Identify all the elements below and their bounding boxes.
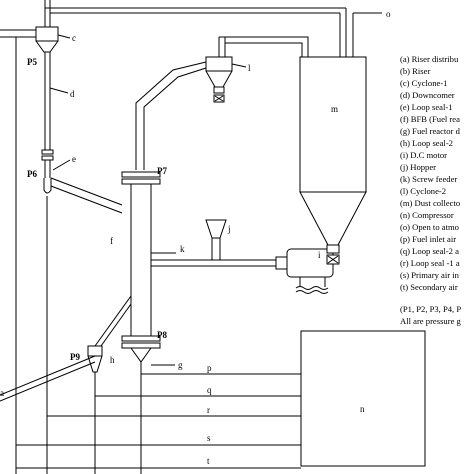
label-m: m bbox=[331, 104, 338, 114]
label-e: e bbox=[72, 154, 76, 164]
legend: (a) Riser distribu (b) Riser (c) Cyclone… bbox=[400, 54, 462, 326]
label-o: o bbox=[386, 9, 391, 19]
loop-seal-2 bbox=[0, 295, 132, 474]
label-k: k bbox=[180, 244, 185, 254]
dust-collector bbox=[299, 56, 367, 265]
label-a: a bbox=[0, 388, 4, 398]
legend-note: (P1, P2, P3, P4, P bbox=[400, 304, 461, 314]
label-r: r bbox=[207, 405, 210, 415]
legend-item: (n) Compressor bbox=[400, 210, 454, 220]
label-c: c bbox=[72, 33, 76, 43]
legend-item: (l) Cyclone-2 bbox=[400, 186, 446, 196]
downcomer bbox=[41, 52, 54, 178]
label-p: p bbox=[207, 363, 212, 373]
label-n: n bbox=[360, 404, 365, 414]
legend-item: (g) Fuel reactor d bbox=[400, 126, 461, 136]
legend-item: (h) Loop seal-2 bbox=[400, 138, 453, 148]
legend-note: All are pressure g bbox=[400, 316, 462, 326]
label-p6: P6 bbox=[27, 169, 37, 179]
dc-motor bbox=[286, 248, 334, 294]
legend-item: (p) Fuel inlet air bbox=[400, 234, 456, 244]
leader-lines bbox=[49, 34, 247, 254]
legend-item: (e) Loop seal-1 bbox=[400, 102, 453, 112]
label-p8: P8 bbox=[157, 330, 167, 340]
label-g: g bbox=[178, 360, 183, 370]
label-j: j bbox=[227, 224, 231, 234]
open-to-atmosphere-line bbox=[352, 12, 382, 57]
legend-item: (o) Open to atmo bbox=[400, 222, 459, 232]
loop-seal-1 bbox=[43, 177, 123, 474]
legend-item: (m) Dust collecto bbox=[400, 198, 460, 208]
label-p9: P9 bbox=[70, 352, 80, 362]
cyclone-1 bbox=[35, 0, 59, 53]
label-p5: P5 bbox=[27, 57, 37, 67]
legend-item: (b) Riser bbox=[400, 66, 430, 76]
label-i: i bbox=[318, 250, 321, 260]
label-t: t bbox=[207, 456, 210, 466]
riser-top-pipe bbox=[0, 29, 36, 38]
legend-item: (t) Secondary air bbox=[400, 282, 458, 292]
label-l: l bbox=[248, 63, 251, 73]
cyclone-2 bbox=[205, 36, 309, 103]
legend-item: (a) Riser distribu bbox=[400, 54, 459, 64]
fuel-reactor-bfb bbox=[121, 171, 161, 474]
legend-item: (i) D.C motor bbox=[400, 150, 447, 160]
compressor bbox=[300, 330, 426, 467]
label-p7: P7 bbox=[157, 166, 167, 176]
hopper bbox=[205, 219, 227, 261]
legend-item: (j) Hopper bbox=[400, 162, 436, 172]
label-q: q bbox=[207, 385, 212, 395]
label-s: s bbox=[207, 433, 211, 443]
label-h: h bbox=[110, 355, 115, 365]
legend-item: (r) Loop seal -1 a bbox=[400, 258, 460, 268]
legend-item: (f) BFB (Fuel rea bbox=[400, 114, 460, 124]
legend-item: (d) Downcomer bbox=[400, 90, 455, 100]
legend-item: (k) Screw feeder bbox=[400, 174, 457, 184]
reactor-to-cyclone-2-pipe bbox=[135, 61, 207, 170]
legend-item: (c) Cyclone-1 bbox=[400, 78, 447, 88]
label-f: f bbox=[110, 236, 113, 246]
legend-item: (s) Primary air in bbox=[400, 270, 460, 280]
label-d: d bbox=[70, 89, 75, 99]
legend-item: (q) Loop seal-2 a bbox=[400, 246, 459, 256]
cyclone-1-gas-line bbox=[45, 7, 347, 57]
